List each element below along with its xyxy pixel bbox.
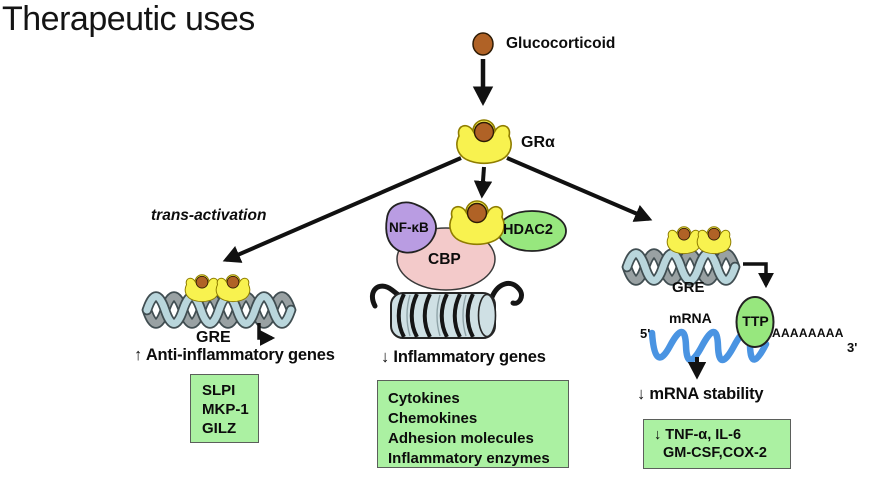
inflammatory-genes-box: Cytokines Chemokines Adhesion molecules … xyxy=(377,380,569,468)
gene-item: SLPI xyxy=(202,382,236,399)
nfkb-blob xyxy=(385,201,437,254)
gre-receptor-dimer-right xyxy=(666,226,732,255)
gene-item: Cytokines xyxy=(388,390,460,407)
gre-label-right: GRE xyxy=(672,279,705,296)
ttp-blob xyxy=(735,296,775,348)
mrna-label: mRNA xyxy=(669,310,712,326)
gra-receptor-icon xyxy=(456,119,512,165)
glucocorticoid-label: Glucocorticoid xyxy=(506,35,616,52)
glucocorticoid-ligand-icon xyxy=(472,32,494,56)
three-prime-label: 3' xyxy=(847,340,858,355)
gene-item: GM-CSF,COX-2 xyxy=(663,445,767,461)
cbp-label: CBP xyxy=(428,251,461,268)
mrna-stability-genes-box: ↓ TNF-α, IL-6 GM-CSF,COX-2 xyxy=(643,419,791,469)
mrna-stability-label: ↓ mRNA stability xyxy=(637,385,764,403)
ttp-label: TTP xyxy=(742,313,769,329)
transcription-arrow-right xyxy=(743,262,775,289)
trans-activation-label: trans-activation xyxy=(151,207,267,224)
gra-receptor-middle-icon xyxy=(449,200,505,246)
gene-item: Inflammatory enzymes xyxy=(388,450,550,467)
anti-inflammatory-genes-label: ↑ Anti-inflammatory genes xyxy=(134,346,335,364)
transcription-start-arrow-left xyxy=(257,323,276,347)
nfkb-label: NF-κB xyxy=(389,220,429,235)
branch-arrow-left xyxy=(222,156,462,263)
branch-arrow-right xyxy=(506,156,653,222)
gene-item: ↓ TNF-α, IL-6 xyxy=(654,427,742,443)
page-title: Therapeutic uses xyxy=(2,0,255,38)
chromatin-icon xyxy=(369,280,524,339)
gre-label-left: GRE xyxy=(196,329,231,346)
dna-helix-right-icon xyxy=(621,248,741,286)
gene-item: Adhesion molecules xyxy=(388,430,534,447)
poly-a-tail-label: AAAAAAAA xyxy=(772,326,844,340)
inflammatory-genes-label: ↓ Inflammatory genes xyxy=(381,348,546,366)
branch-arrow-middle xyxy=(473,166,493,199)
dna-helix-left-icon xyxy=(141,291,297,329)
gene-item: GILZ xyxy=(202,420,237,437)
gra-label: GRα xyxy=(521,134,555,151)
five-prime-label: 5' xyxy=(640,326,651,341)
gene-item: MKP-1 xyxy=(202,401,249,418)
anti-inflammatory-genes-box: SLPI MKP-1 GILZ xyxy=(190,374,259,443)
gene-item: Chemokines xyxy=(388,410,478,427)
hdac2-label: HDAC2 xyxy=(503,222,553,238)
